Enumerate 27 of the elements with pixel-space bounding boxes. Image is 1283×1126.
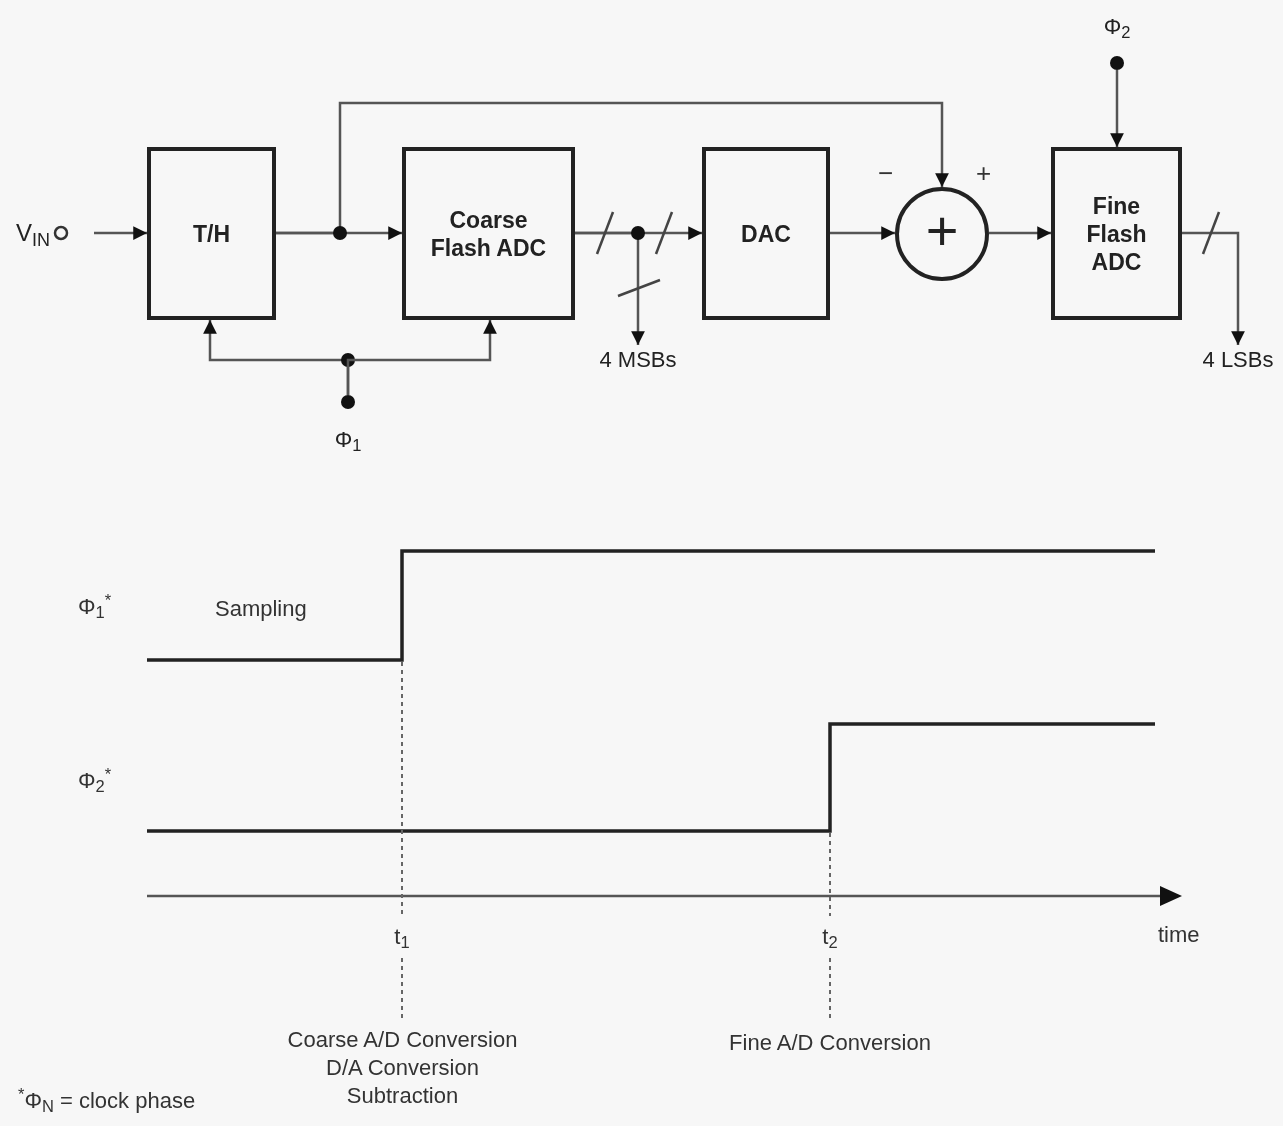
signal-arrow [989, 226, 1051, 240]
summing-junction: + [895, 187, 989, 281]
input-label: V$_{IN}$ [16, 221, 50, 245]
process-block: DAC [702, 147, 830, 320]
phase-label: Coarse A/D Conversion D/A Conversion Subtraction [286, 1026, 519, 1110]
polarity-sign: + [976, 160, 992, 186]
process-block: Fine Flash ADC [1051, 147, 1182, 320]
clock-label: Φ$_{1}$ [334, 429, 362, 451]
output-label: 4 MSBs [584, 345, 692, 373]
signal-arrow [1110, 70, 1124, 147]
phase-label: Sampling [215, 595, 307, 623]
signal-arrow [94, 226, 147, 240]
process-block: Coarse Flash ADC [402, 147, 575, 320]
polarity-sign: − [878, 160, 894, 186]
signal-arrow [346, 320, 497, 395]
output-label: 4 LSBs [1196, 345, 1280, 373]
signal-arrow [575, 226, 645, 345]
footnote: $^{*}$Φ$_{N}$ = clock phase [18, 1084, 196, 1117]
time-mark-label: t$_{2}$ [821, 923, 839, 953]
signal-arrow [1182, 231, 1245, 345]
clock-label: Φ$_{2}$ [1103, 16, 1131, 38]
phase-label: Fine A/D Conversion [728, 1029, 932, 1057]
axis-label: time [1158, 921, 1200, 949]
time-mark-label: t$_{1}$ [393, 923, 411, 953]
process-block: T/H [147, 147, 276, 320]
signal-arrow [830, 226, 895, 240]
signal-arrow [276, 101, 949, 240]
